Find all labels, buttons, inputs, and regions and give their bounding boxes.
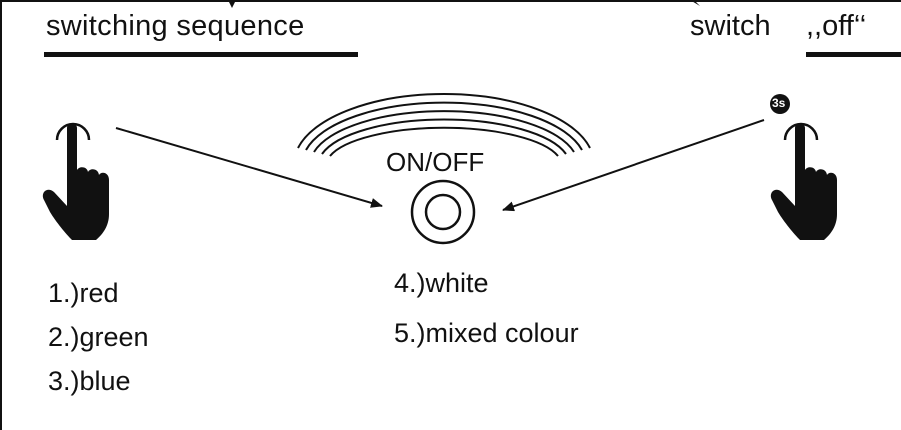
tap-hand-icon-left	[42, 122, 109, 240]
arrow-left-to-button	[115, 127, 383, 208]
switching-sequence-heading: switching sequence	[46, 10, 305, 42]
on-off-label: ON/OFF	[386, 147, 485, 177]
top-arrow-stub-left	[228, 0, 236, 8]
sequence-item-red: 1.)red	[48, 278, 119, 308]
sequence-item-mixed-colour: 5.)mixed colour	[394, 318, 579, 348]
hold-hand-icon-right	[770, 94, 837, 240]
switch-off-heading-term: ,,off‘‘	[806, 10, 867, 42]
hold-timer-label: 3s	[772, 96, 786, 110]
signal-arcs-icon	[297, 93, 591, 157]
switch-off-underline	[806, 52, 901, 57]
switch-off-heading-prefix: switch	[690, 10, 771, 42]
hold-timer-badge	[770, 94, 790, 114]
sequence-item-green: 2.)green	[48, 322, 149, 352]
sequence-item-white: 4.)white	[394, 268, 489, 298]
arrow-right-to-button	[502, 119, 765, 212]
sequence-item-blue: 3.)blue	[48, 366, 131, 396]
on-off-button-icon	[410, 179, 476, 245]
top-arrow-stub-right	[690, 0, 700, 6]
switching-sequence-underline	[44, 52, 358, 57]
